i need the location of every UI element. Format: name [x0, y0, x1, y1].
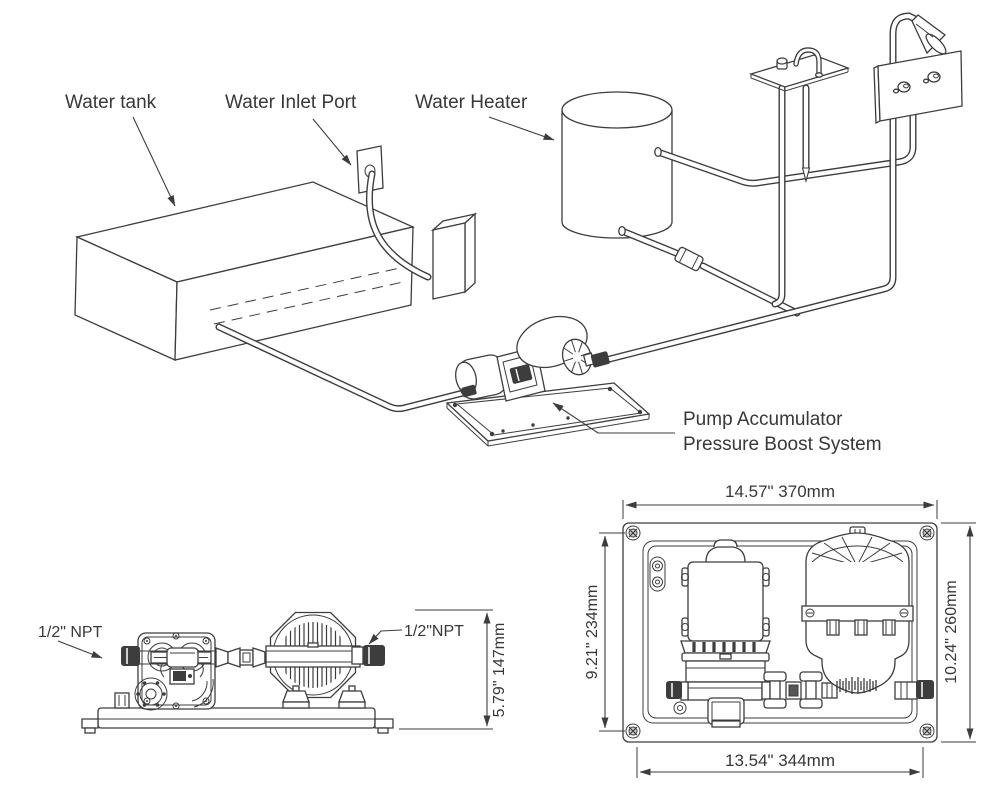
- top-accumulator: [801, 526, 934, 700]
- wire-clip-bracket: [649, 556, 666, 592]
- side-height-dimension: 5.79" 147mm: [491, 623, 508, 718]
- top-width-dimension: 14.57" 370mm: [725, 482, 835, 501]
- bottom-width-dimension: 13.54" 344mm: [725, 751, 835, 770]
- side-right-port: [363, 645, 385, 666]
- accumulator-bracket: [801, 605, 914, 636]
- side-view-annotations: 1/2" NPT 1/2"NPT 5.79" 147mm: [38, 609, 508, 730]
- side-left-port: [121, 646, 140, 666]
- faucet-knob: [776, 57, 788, 70]
- water-heater-label: Water Heater: [415, 92, 528, 113]
- faucet-spout: [793, 47, 824, 78]
- top-accumulator-port: [916, 680, 934, 699]
- side-accumulator: [265, 611, 385, 709]
- pump-system-label-line2: Pressure Boost System: [683, 434, 882, 455]
- water-inlet-label: Water Inlet Port: [225, 92, 357, 113]
- side-pump: [121, 632, 216, 711]
- top-view-dimensions: 14.57" 370mm 13.54" 344mm 9.21" 234mm 10…: [584, 482, 976, 778]
- side-base-plate: [81, 692, 394, 734]
- isometric-overview: Water tank Water Inlet Port Water Heater…: [65, 12, 963, 455]
- accumulator-isometric: [516, 315, 593, 376]
- cold-water-pipe: [598, 12, 921, 365]
- top-pump: [666, 539, 771, 728]
- right-height-dimension: 10.24" 260mm: [943, 580, 960, 684]
- side-left-port-label: 1/2" NPT: [38, 624, 103, 641]
- faucet-pipes: [771, 84, 811, 308]
- water-heater: [561, 91, 673, 239]
- shower-knob-right: [922, 71, 941, 84]
- pump-system-label-line1: Pump Accumulator: [683, 409, 843, 430]
- water-inlet-port: [356, 145, 432, 281]
- shower-head: [911, 14, 947, 55]
- pump-outlet-elbow: [707, 697, 745, 728]
- overview-labels: Water tank Water Inlet Port Water Heater…: [65, 92, 882, 455]
- pump-head-circle: [134, 677, 168, 711]
- motor-clips: [681, 567, 770, 637]
- shower-knob-left: [892, 81, 911, 94]
- left-height-dimension: 9.21" 234mm: [584, 585, 601, 680]
- suction-pipe: [215, 323, 471, 413]
- water-tank: [74, 181, 416, 361]
- pipe-coupling: [674, 246, 704, 272]
- accumulator-feet: [282, 685, 366, 709]
- shower-fixture: [873, 14, 963, 125]
- water-tank-label: Water tank: [65, 92, 157, 113]
- pump-accumulator-assembly: [445, 315, 651, 447]
- bellows-ribs: [836, 677, 877, 694]
- inlet-box: [430, 212, 478, 300]
- top-pump-left-port: [666, 681, 682, 699]
- hot-water-pipe: [654, 106, 917, 187]
- pump-screws: [143, 632, 210, 710]
- corner-screws: [625, 525, 935, 739]
- side-view: 1/2" NPT 1/2"NPT 5.79" 147mm: [38, 609, 508, 734]
- top-union-fittings: [763, 671, 838, 709]
- top-view: 14.57" 370mm 13.54" 344mm 9.21" 234mm 10…: [584, 482, 976, 778]
- faucet-fixture: [748, 47, 851, 92]
- heater-feed-pipe: [618, 225, 801, 317]
- side-right-port-label: 1/2"NPT: [404, 623, 464, 640]
- pressure-switch: [160, 647, 204, 685]
- side-union-fittings: [215, 647, 278, 668]
